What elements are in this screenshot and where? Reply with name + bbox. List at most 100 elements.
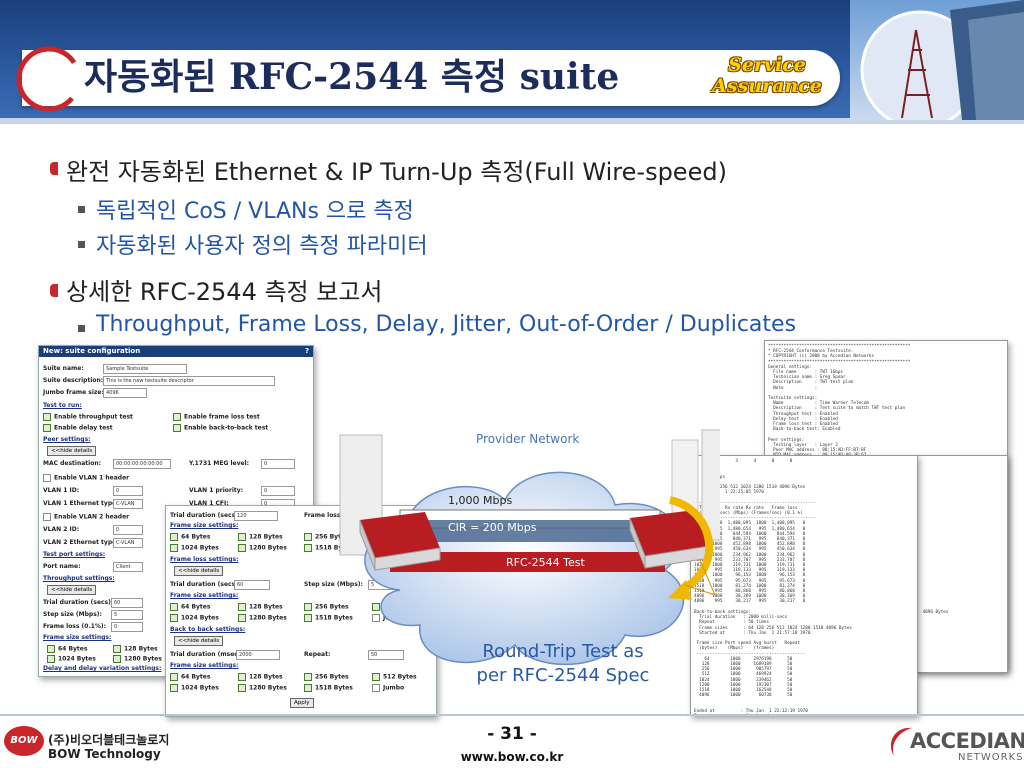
- sub-bullet-marker: [78, 325, 85, 332]
- fs1280-row[interactable]: 1280 Bytes: [238, 684, 287, 692]
- frame-loss-input[interactable]: 0: [111, 622, 143, 632]
- fs256-row[interactable]: 256 Bytes: [304, 673, 349, 681]
- vlan1-checkbox-row[interactable]: Enable VLAN 1 header: [43, 474, 129, 482]
- hide-details-button[interactable]: <<hide details: [47, 446, 97, 456]
- trial-input[interactable]: 120: [234, 511, 278, 521]
- fs128-row[interactable]: 128 Bytes: [238, 673, 283, 681]
- b2b-settings-link[interactable]: Back to back settings:: [170, 626, 246, 633]
- test-port-link[interactable]: Test port settings:: [43, 551, 106, 558]
- checkbox[interactable]: [43, 474, 51, 482]
- bullet-marker: [50, 284, 58, 297]
- throughput-settings-link[interactable]: Throughput settings:: [43, 575, 115, 582]
- fs1518-row[interactable]: 1518 Bytes: [304, 614, 353, 622]
- window-title: New: suite configuration?: [39, 346, 313, 357]
- checkbox[interactable]: [43, 413, 51, 421]
- hide-details-button[interactable]: <<hide details: [174, 566, 224, 576]
- mac-input[interactable]: 00:00:00:00:00:00: [113, 459, 171, 469]
- slide-title: 자동화된 RFC-2544 측정 suite: [84, 56, 620, 98]
- bandwidth-label: 1,000 Mbps: [448, 494, 513, 507]
- vlan2-id-input[interactable]: 0: [113, 525, 143, 535]
- sub-bullet-marker: [78, 206, 85, 213]
- checkbox[interactable]: [43, 424, 51, 432]
- step-label: Step size (Mbps):: [304, 581, 363, 588]
- port-select[interactable]: Client: [113, 562, 143, 572]
- jumbo-row[interactable]: Jumbo: [372, 684, 404, 692]
- nid-device-icon: [359, 512, 441, 571]
- b2b-checkbox-row[interactable]: Enable back-to-back test: [173, 424, 268, 432]
- hide-details-button[interactable]: <<hide details: [47, 585, 97, 595]
- fs1024-row[interactable]: 1024 Bytes: [170, 614, 219, 622]
- fs1024-row[interactable]: 1024 Bytes: [47, 655, 96, 663]
- title-bar: [22, 50, 840, 106]
- sub-bullet-2-1: Throughput, Frame Loss, Delay, Jitter, O…: [96, 312, 797, 337]
- fs1024-row[interactable]: 1024 Bytes: [170, 684, 219, 692]
- fs128-row[interactable]: 128 Bytes: [238, 603, 283, 611]
- fs64-row[interactable]: 64 Bytes: [47, 645, 87, 653]
- fs1280-row[interactable]: 1280 Bytes: [238, 544, 287, 552]
- test-to-run-link[interactable]: Test to run:: [43, 402, 82, 409]
- frame-size-link[interactable]: Frame size settings:: [170, 592, 239, 599]
- checkbox[interactable]: [173, 424, 181, 432]
- fs1518-row[interactable]: 1518 Bytes: [304, 544, 353, 552]
- peer-settings-link[interactable]: Peer settings:: [43, 436, 91, 443]
- frame-loss-label: Frame loss (0: [304, 512, 350, 519]
- frame-loss-settings-link[interactable]: Frame loss settings:: [170, 556, 239, 563]
- step-input[interactable]: 5: [111, 610, 143, 620]
- meg-input[interactable]: 0: [261, 459, 295, 469]
- checkbox[interactable]: [47, 655, 55, 663]
- fs64-row[interactable]: 64 Bytes: [170, 533, 210, 541]
- fs256-row[interactable]: 256 Bytes: [304, 603, 349, 611]
- vlan2-eth-select[interactable]: C-VLAN: [113, 538, 143, 548]
- jumbo-input[interactable]: 4096: [103, 388, 147, 398]
- port-label: Port name:: [43, 563, 81, 570]
- fs1280-row[interactable]: 1280 Bytes: [238, 614, 287, 622]
- badge-line-1: Service: [728, 54, 806, 76]
- delay-checkbox-row[interactable]: Enable delay test: [43, 424, 113, 432]
- jumbo-label: Jumbo frame size:: [43, 389, 104, 396]
- vlan1-cfi-label: VLAN 1 CFI:: [189, 500, 229, 507]
- hide-details-button[interactable]: <<hide details: [174, 636, 224, 646]
- fs64-row[interactable]: 64 Bytes: [170, 673, 210, 681]
- frame-loss-checkbox-row[interactable]: Enable frame loss test: [173, 413, 260, 421]
- checkbox[interactable]: [43, 513, 51, 521]
- fs128-row[interactable]: 128 Bytes: [238, 533, 283, 541]
- caption-line-1: Round-Trip Test as: [482, 641, 644, 662]
- frame-size-link[interactable]: Frame size settings:: [43, 634, 112, 641]
- trial-input[interactable]: 60: [111, 598, 143, 608]
- suite-name-input[interactable]: Sample Testsuite: [103, 364, 187, 374]
- apply-button[interactable]: Apply: [290, 698, 314, 708]
- checkbox[interactable]: [113, 645, 121, 653]
- checkbox[interactable]: [113, 655, 121, 663]
- trial-label: Trial duration (secs):: [170, 512, 241, 519]
- fs256-row[interactable]: 256 Bytes: [304, 533, 349, 541]
- checkbox[interactable]: [47, 645, 55, 653]
- fs128-row[interactable]: 128 Bytes: [113, 645, 158, 653]
- delay-settings-link[interactable]: Delay and delay variation settings:: [43, 665, 162, 672]
- trial-input[interactable]: 60: [234, 580, 270, 590]
- vlan1-id-input[interactable]: 0: [113, 486, 143, 496]
- trial-msec-input[interactable]: 2000: [236, 650, 280, 660]
- frame-size-link[interactable]: Frame size settings:: [170, 662, 239, 669]
- fs512-row[interactable]: 512 Bytes: [372, 673, 417, 681]
- sub-bullet-marker: [78, 241, 85, 248]
- vlan1-eth-select[interactable]: C-VLAN: [113, 499, 143, 509]
- bow-logo: BOW: [4, 726, 44, 756]
- fs1024-row[interactable]: 1024 Bytes: [170, 544, 219, 552]
- fs1280-row[interactable]: 1280 Bytes: [113, 655, 162, 663]
- meg-label: Y.1731 MEG level:: [189, 460, 250, 467]
- footer-url[interactable]: www.bow.co.kr: [460, 750, 564, 764]
- repeat-input[interactable]: 50: [368, 650, 404, 660]
- network-diagram: [339, 429, 720, 666]
- sub-bullet-1-1: 독립적인 CoS / VLANs 으로 측정: [96, 199, 414, 224]
- checkbox[interactable]: [173, 413, 181, 421]
- vlan1-prio-input[interactable]: 0: [261, 486, 295, 496]
- fs1518-row[interactable]: 1518 Bytes: [304, 684, 353, 692]
- frame-size-link[interactable]: Frame size settings:: [170, 522, 239, 529]
- vlan2-checkbox-row[interactable]: Enable VLAN 2 header: [43, 513, 129, 521]
- help-icon[interactable]: ?: [304, 347, 309, 355]
- suite-desc-input[interactable]: This is the new testsuite descriptor: [103, 376, 275, 386]
- bullet-2: 상세한 RFC-2544 측정 보고서: [66, 278, 383, 306]
- header-strip: [0, 118, 1024, 124]
- fs64-row[interactable]: 64 Bytes: [170, 603, 210, 611]
- throughput-checkbox-row[interactable]: Enable throughput test: [43, 413, 133, 421]
